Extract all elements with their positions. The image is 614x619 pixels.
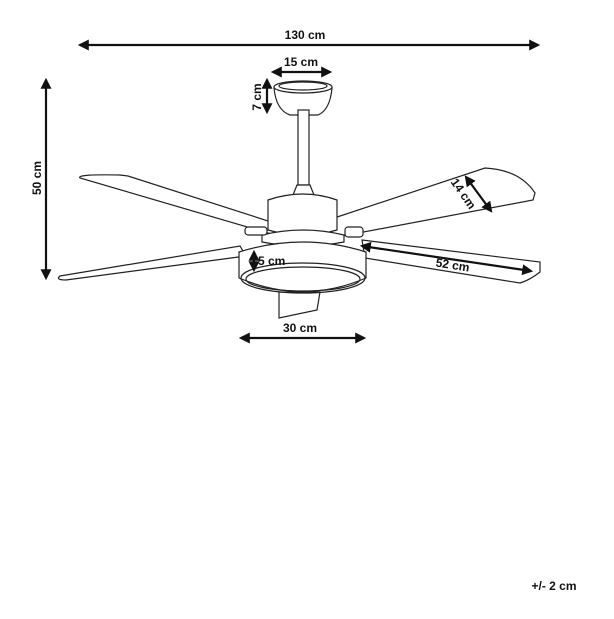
label-blade-length: 52 cm (435, 255, 471, 274)
label-total-height: 50 cm (30, 161, 44, 195)
label-light-width: 30 cm (283, 321, 317, 335)
motor-housing (267, 193, 338, 236)
blade-bottom-left (57, 245, 247, 281)
canopy (273, 87, 333, 116)
label-light-height: 5 cm (258, 254, 285, 268)
dimension-lines (40, 39, 541, 344)
label-tolerance: +/- 2 cm (531, 579, 576, 593)
blade-rear (278, 291, 321, 319)
fan-body (238, 80, 367, 294)
dim-52cm-arrow (359, 241, 534, 276)
label-canopy-width: 15 cm (284, 55, 318, 69)
dim-14cm-arrow (464, 175, 493, 213)
blade-top-left (79, 174, 291, 239)
downrod (297, 109, 310, 186)
label-canopy-height: 7 cm (250, 83, 264, 110)
label-total-width: 130 cm (285, 28, 326, 42)
